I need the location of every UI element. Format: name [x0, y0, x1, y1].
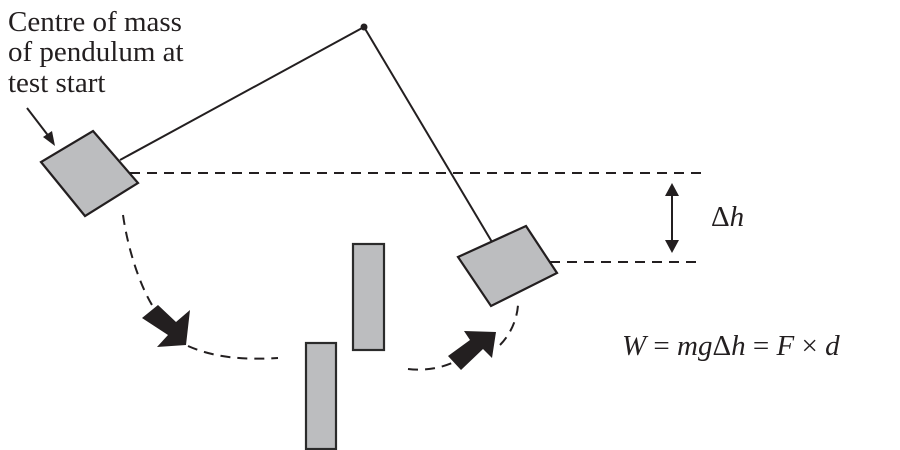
eq-equals-1: =: [653, 330, 669, 362]
eq-mg: mg: [677, 330, 712, 362]
motion-arrow-up-icon: [448, 331, 496, 370]
label-line-2: of pendulum at: [8, 36, 184, 68]
pendulum-arm-start: [119, 26, 365, 161]
specimen-block-upper: [351, 242, 386, 352]
specimen-block-lower: [304, 341, 338, 450]
eq-h: h: [731, 330, 746, 362]
swing-path-bottom: [187, 345, 279, 360]
swing-path-down: [122, 214, 153, 306]
delta-symbol: Δ: [711, 201, 730, 233]
delta-h-label: Δh: [711, 201, 744, 233]
swing-path-up: [499, 304, 519, 346]
label-line-3: test start: [8, 67, 105, 99]
h-variable: h: [730, 201, 745, 233]
pivot-point: [360, 23, 368, 31]
eq-delta: Δ: [712, 330, 731, 362]
motion-arrow-down-icon: [142, 305, 190, 347]
pendulum-arm-end: [363, 26, 493, 243]
label-pointer-arrow: [26, 107, 55, 146]
label-line-1: Centre of mass: [8, 6, 182, 38]
pendulum-mass-end: [456, 224, 559, 308]
swing-path-bottom-right: [407, 362, 453, 371]
pendulum-mass-start: [39, 129, 140, 218]
eq-W: W: [622, 330, 649, 362]
eq-F: F: [776, 330, 795, 362]
work-equation: W = mgΔh = F × d: [622, 330, 840, 362]
eq-equals-2: =: [753, 330, 769, 362]
eq-d: d: [825, 330, 840, 362]
eq-times: ×: [801, 330, 817, 362]
delta-h-arrow: [665, 183, 679, 253]
